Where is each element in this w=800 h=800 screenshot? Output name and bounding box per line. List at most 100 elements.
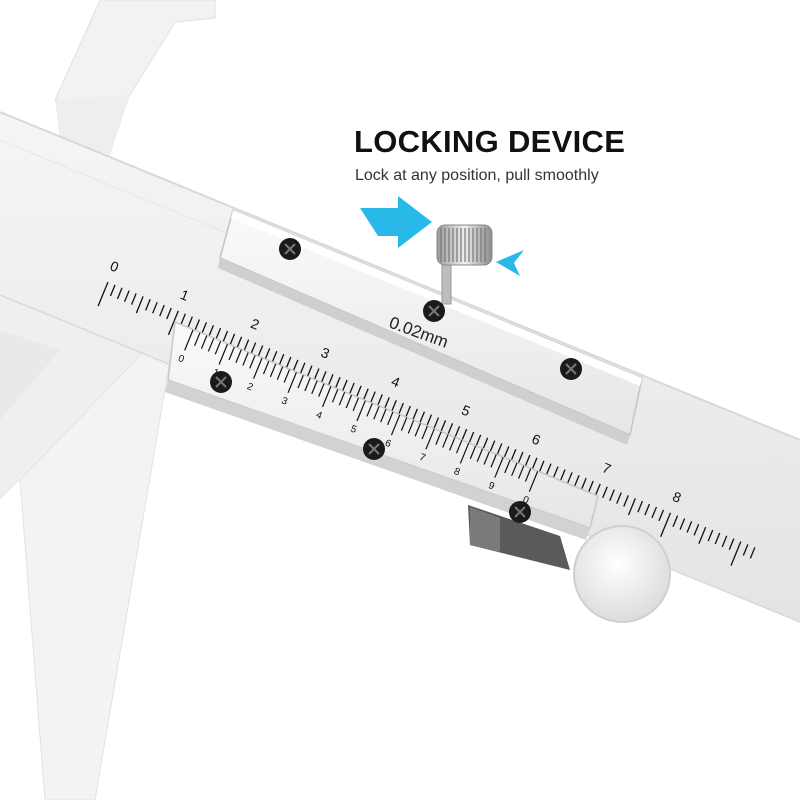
vernier-scale-tick <box>421 425 428 440</box>
arrow-right-icon <box>360 196 432 248</box>
main-scale-tick <box>433 417 440 429</box>
vernier-scale-number: 3 <box>280 395 290 407</box>
main-scale-tick <box>405 405 411 418</box>
vernier-scale-tick <box>483 451 490 465</box>
main-scale-tick <box>320 371 327 383</box>
main-scale-tick <box>306 365 313 377</box>
vernier-scale-tick <box>449 437 456 451</box>
main-scale-tick <box>341 379 348 392</box>
vernier-scale-tick <box>425 428 435 450</box>
vernier-scale-tick <box>253 358 263 379</box>
main-scale-tick <box>135 296 144 314</box>
main-scale-tick <box>391 399 397 412</box>
main-scale-tick <box>637 500 644 513</box>
vernier-scale-number: 7 <box>418 452 428 464</box>
main-scale-tick <box>440 420 447 432</box>
vernier-scale-tick <box>318 383 325 397</box>
screw-icon <box>363 438 385 460</box>
main-scale-tick <box>130 293 137 305</box>
vernier-scale-tick <box>524 468 532 482</box>
main-scale-tick <box>264 348 271 360</box>
vernier-scale-tick <box>366 403 373 417</box>
main-scale-tick <box>109 284 116 297</box>
main-scale-tick <box>475 434 482 447</box>
main-scale-tick <box>686 521 693 533</box>
main-scale-tick <box>749 547 756 559</box>
vernier-scale-tick <box>262 360 270 375</box>
screw-icon <box>423 300 445 322</box>
vernier-scale-tick <box>517 465 525 479</box>
main-scale-tick <box>517 451 524 464</box>
vernier-scale-tick <box>435 431 442 445</box>
vernier-scale-tick <box>459 442 470 464</box>
vernier-scale-number: 8 <box>452 466 462 478</box>
vernier-scale-tick <box>442 434 449 448</box>
main-scale-tick <box>531 457 538 470</box>
vernier-scale-tick <box>356 400 366 422</box>
screw-icon <box>560 358 582 380</box>
vernier-scale-tick <box>387 411 394 426</box>
vernier-scale-number: 6 <box>383 438 393 450</box>
vernier-scale-tick <box>249 355 256 369</box>
locking-screw[interactable] <box>436 224 493 305</box>
main-scale-tick <box>707 529 714 542</box>
main-scale-tick <box>363 388 369 401</box>
main-scale-tick <box>152 301 158 314</box>
vernier-scale-tick <box>269 363 277 378</box>
vernier-slider <box>165 320 599 540</box>
vernier-scale-ticks <box>184 329 539 492</box>
main-scale-tick <box>627 498 636 516</box>
main-scale-tick <box>566 472 573 484</box>
main-scale-tick <box>482 437 489 450</box>
main-scale-tick <box>299 362 306 375</box>
main-scale-tick <box>730 541 742 566</box>
vernier-scale-tick <box>321 386 332 408</box>
vernier-scale-number: 5 <box>349 424 359 436</box>
main-scale-tick <box>510 449 517 461</box>
vernier-scale-tick <box>194 332 201 347</box>
vernier-scale-tick <box>287 372 297 393</box>
main-scale-tick <box>194 319 201 331</box>
vernier-scale-number: 0 <box>176 353 186 365</box>
knurl-pattern <box>440 228 486 262</box>
main-scale-tick <box>257 345 264 357</box>
vernier-scale-tick <box>469 445 477 460</box>
vernier-scale-number: 4 <box>314 410 324 422</box>
headline: LOCKING DEVICE <box>354 124 626 159</box>
main-scale-tick <box>123 290 130 303</box>
thumb-wheel-dark <box>468 505 570 570</box>
main-scale-tick <box>580 477 587 490</box>
vernier-scale-tick <box>476 448 484 462</box>
main-scale-tick <box>658 509 665 522</box>
main-scale-tick <box>461 428 468 441</box>
main-scale-tick <box>222 330 229 343</box>
vernier-scale-tick <box>228 346 235 361</box>
vernier-scale-tick <box>207 338 215 352</box>
main-scale-tick <box>644 503 651 516</box>
vernier-scale-tick <box>283 369 291 383</box>
main-scale-tick <box>292 359 299 372</box>
vernier-scale-tick <box>511 462 518 477</box>
main-scale-tick <box>714 532 721 545</box>
vernier-scale-tick <box>345 394 353 409</box>
main-scale-tick <box>398 402 404 415</box>
vernier-scale-tick <box>218 343 229 365</box>
screw-icon <box>279 238 301 260</box>
main-scale-tick <box>672 515 679 527</box>
main-scale-tick <box>698 526 707 545</box>
vernier-scale-number: 0 <box>521 494 531 506</box>
main-scale-tick <box>496 443 503 455</box>
vernier-scale-tick <box>400 417 408 431</box>
main-scale-tick <box>370 391 376 403</box>
main-scale-tick <box>145 299 151 311</box>
main-scale-tick <box>728 538 735 551</box>
main-scale-tick <box>187 316 193 328</box>
main-scale-tick <box>116 287 123 300</box>
vernier-scale-tick <box>214 341 222 355</box>
main-scale-tick <box>552 466 559 478</box>
main-scale-tick <box>334 376 341 389</box>
vernier-scale-tick <box>504 459 511 474</box>
main-scale-tick <box>355 385 362 398</box>
vernier-scale-tick <box>242 352 249 366</box>
